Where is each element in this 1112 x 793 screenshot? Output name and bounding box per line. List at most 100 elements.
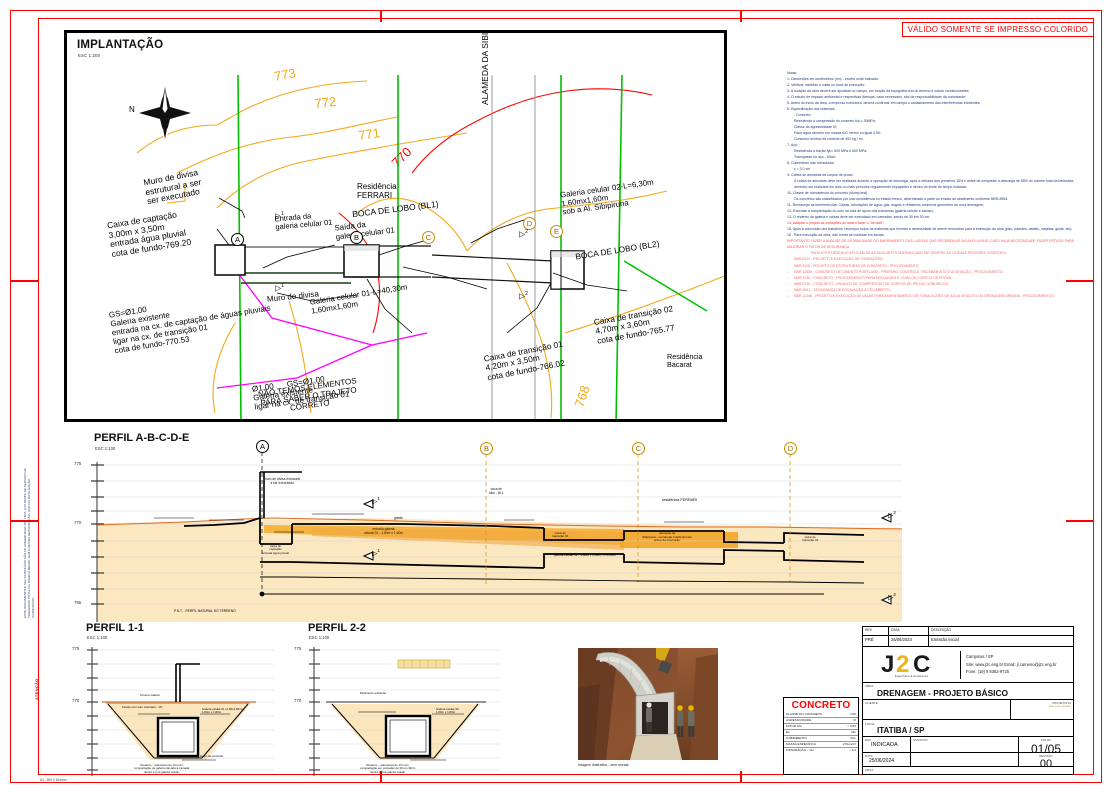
svg-text:J: J: [881, 652, 894, 674]
norm-text: NBR 5738 - CONCRETO - PROCEDIMENTO PARA …: [794, 275, 953, 280]
concrete-value: III: [835, 717, 858, 725]
j2c-logo-icon: J 2 C: [881, 652, 930, 674]
note-item: 14- Adaptar o projeto as condições do lo…: [787, 221, 885, 226]
escala-cell: ESC. INDICADA: [863, 737, 911, 752]
rev-header-row: REV DATA DESCRIÇÃO: [863, 627, 1073, 636]
section-mark-2b: ▷2: [519, 291, 528, 301]
concrete-value: C30: [835, 712, 858, 719]
section-mark-1b: ▷1: [275, 283, 284, 293]
profile-2-2-label-pavimento: Pavimento existente: [360, 691, 387, 695]
note-item: Resistência a compressão do concreto fck…: [794, 119, 876, 124]
revisao-cell: REVISÃO 00: [1019, 753, 1073, 770]
norm-item: - NBR 5739 - CONCRETO - ENSAIOS DE COMPR…: [787, 281, 949, 286]
profile-1-1: PERFIL 1-1 ESC 1:100: [72, 622, 288, 782]
north-label: N: [129, 105, 135, 114]
notes-column: Notas: 1- Dimensões em centímetros (cm) …: [787, 70, 1074, 299]
concrete-label: MASSA ESPECÍFICA: [784, 741, 836, 749]
profile-label-muro: muro de divisa estrutural a ser executad…: [264, 477, 301, 485]
label-alameda-sibipiruna: ALAMEDA DA SIBIPIRUNA: [480, 30, 490, 105]
cliente-label: CLIENTE: [865, 701, 878, 705]
cliente-cell: CLIENTE: [863, 700, 1011, 719]
sheet-border-inner: [38, 18, 1094, 775]
note-item: 16 - Para execução da obra, não tomar as…: [787, 233, 884, 238]
profile-label-residencia: residência FERRARI: [662, 498, 698, 502]
notes-heading: Notas:: [787, 71, 798, 75]
proj-cell: PROJ.: [863, 767, 911, 778]
profile-section-mark-1b: ▷1: [372, 548, 380, 558]
obra-label: OBRA: [865, 684, 874, 688]
concrete-row: FATOR A/C < 0,55: [784, 723, 858, 731]
note-item: Consumo mínimo de cimento de 400 kg./ m³…: [794, 137, 864, 142]
concrete-label: FATOR A/C: [784, 723, 836, 731]
profile-bubble-a: A: [256, 440, 269, 453]
company-phone: Fone: (19) 9 8362-9725: [966, 669, 1010, 675]
obra-row: OBRA DRENAGEM - PROJETO BÁSICO: [863, 683, 1073, 700]
company-city: Campinas / SP: [966, 654, 994, 660]
profile-bubble-b: B: [480, 442, 493, 455]
concrete-spec-table: CONCRETO CLASSE DO CONCRETO C30 AGRESSIV…: [783, 697, 859, 775]
margin-atencao-label: ATENÇÃO: [34, 678, 39, 700]
note-item: 3- A locação da obra deverá ser ajustada…: [787, 89, 970, 94]
profile-2-2: PERFIL 2-2 ESC 1:100: [294, 622, 515, 782]
company-contact: Campinas / SP Site: www.j2c.eng.br Email…: [961, 652, 1073, 677]
concrete-value: < 0,55: [835, 723, 858, 731]
profile-1-1-label-galeria: Galeria celular 01 (1,60x1,60m) 1,60m x …: [202, 707, 243, 715]
print-color-warning: VÁLIDO SOMENTE SE IMPRESSO COLORIDO: [901, 22, 1094, 37]
profile-axis-tick: 765: [74, 600, 82, 605]
profile-1-1-svg: [87, 647, 274, 776]
concrete-label: AGRESSIVIDADE: [784, 717, 836, 725]
profile-label-caixa-captacao: caixa de captação entrada água pluvial: [262, 544, 290, 555]
note-item: 2- Verificar medidas e cotas no local de…: [787, 83, 866, 88]
note-item: 5- Antes do início da obra, a empresa ex…: [787, 101, 981, 106]
profile-2-2-svg: [309, 647, 500, 776]
svg-text:C: C: [913, 652, 930, 674]
note-item: Resistência a tração fyk= 500 MPa e 600 …: [794, 149, 868, 154]
rev-desc: Emissão inicial: [931, 637, 959, 642]
profile-2-2-scale: ESC 1:100: [309, 635, 330, 640]
profile-label-galeria: entrada galeria celular 01 - 1,60m x 1,6…: [364, 527, 404, 535]
profile-1-1-label-berco: berço de concreto: [200, 754, 224, 758]
concrete-table-title: CONCRETO: [791, 700, 851, 711]
assunto-label: ASSUNTO: [913, 738, 928, 742]
profile-section-mark-2a: ▷2: [888, 510, 896, 520]
concrete-row: Ec mÍn: [784, 729, 858, 737]
plan-title: IMPLANTAÇÃO: [77, 39, 164, 51]
note-item: 11- Remanejar as interferências: Caixas,…: [787, 203, 985, 208]
norms-intro: PARA ESTE DESENHO APLICAM-SE AS SEGUINTE…: [811, 251, 1007, 256]
note-item: - Concreto:: [794, 113, 812, 118]
note-item: Fator água cimento em massa A/C menor ou…: [794, 131, 881, 136]
note-item: 9- Coleta de amostras de corpos de prova…: [787, 173, 854, 178]
data-spacer: [911, 753, 1019, 766]
grid-bubble-e: E: [550, 225, 563, 238]
local-value: ITATIBA / SP: [877, 725, 925, 735]
profile-axis-tick: 775: [74, 461, 82, 466]
norm-text: NBR 12266 - PROJETO E EXECUÇÃO DE VALAS …: [794, 293, 1055, 298]
folha-value: 01/05: [1030, 742, 1062, 756]
title-block: REV DATA DESCRIÇÃO PRÉ 25/06/2024 Emissã…: [862, 626, 1074, 775]
rev-header-desc: DESCRIÇÃO: [931, 628, 952, 632]
note-item: 6- Especificação dos materiais:: [787, 107, 836, 112]
svg-text:2: 2: [896, 652, 909, 674]
section-mark-2a: ▷2: [519, 229, 528, 239]
concrete-value: < 0,3: [849, 747, 856, 752]
crop-tick-left: [10, 280, 38, 282]
norm-text: NBR 9061 - SEGURANÇA DE ESCAVAÇÃO A CÉU …: [794, 287, 891, 292]
plan-drawing-svg: 773 772 771 768 770: [136, 65, 724, 419]
note-item: 4- O estudo de impacto ambiental e respe…: [787, 95, 967, 100]
rev-value: PRÉ: [863, 636, 889, 646]
profile-abcde-svg: [91, 452, 903, 622]
rev-header-data: DATA: [889, 627, 929, 635]
escala-value: INDICADA: [871, 742, 898, 748]
profile-1-1-title: PERFIL 1-1: [86, 622, 144, 634]
data-value: 25/06/2024: [869, 758, 895, 764]
crop-tick-top: [380, 10, 382, 22]
note-item: Classe de agressividade III;: [794, 125, 837, 130]
concrete-row: AGRESSIVIDADE III: [784, 717, 858, 725]
norm-item: - NBR 12655 - CONCRETO DE CIMENTO PORTLA…: [787, 269, 1004, 274]
grid-bubble-d: D: [523, 217, 536, 230]
note-item: 10- Classe de consistência do concreto (…: [787, 191, 869, 196]
norm-item: - NBR 12266 - PROJETO E EXECUÇÃO DE VALA…: [787, 293, 1055, 298]
revisao-value: 00: [1039, 758, 1053, 770]
norm-text: NBR 5739 - CONCRETO - ENSAIOS DE COMPRES…: [794, 281, 949, 286]
data-cell: DATA 25/06/2024: [863, 753, 911, 766]
